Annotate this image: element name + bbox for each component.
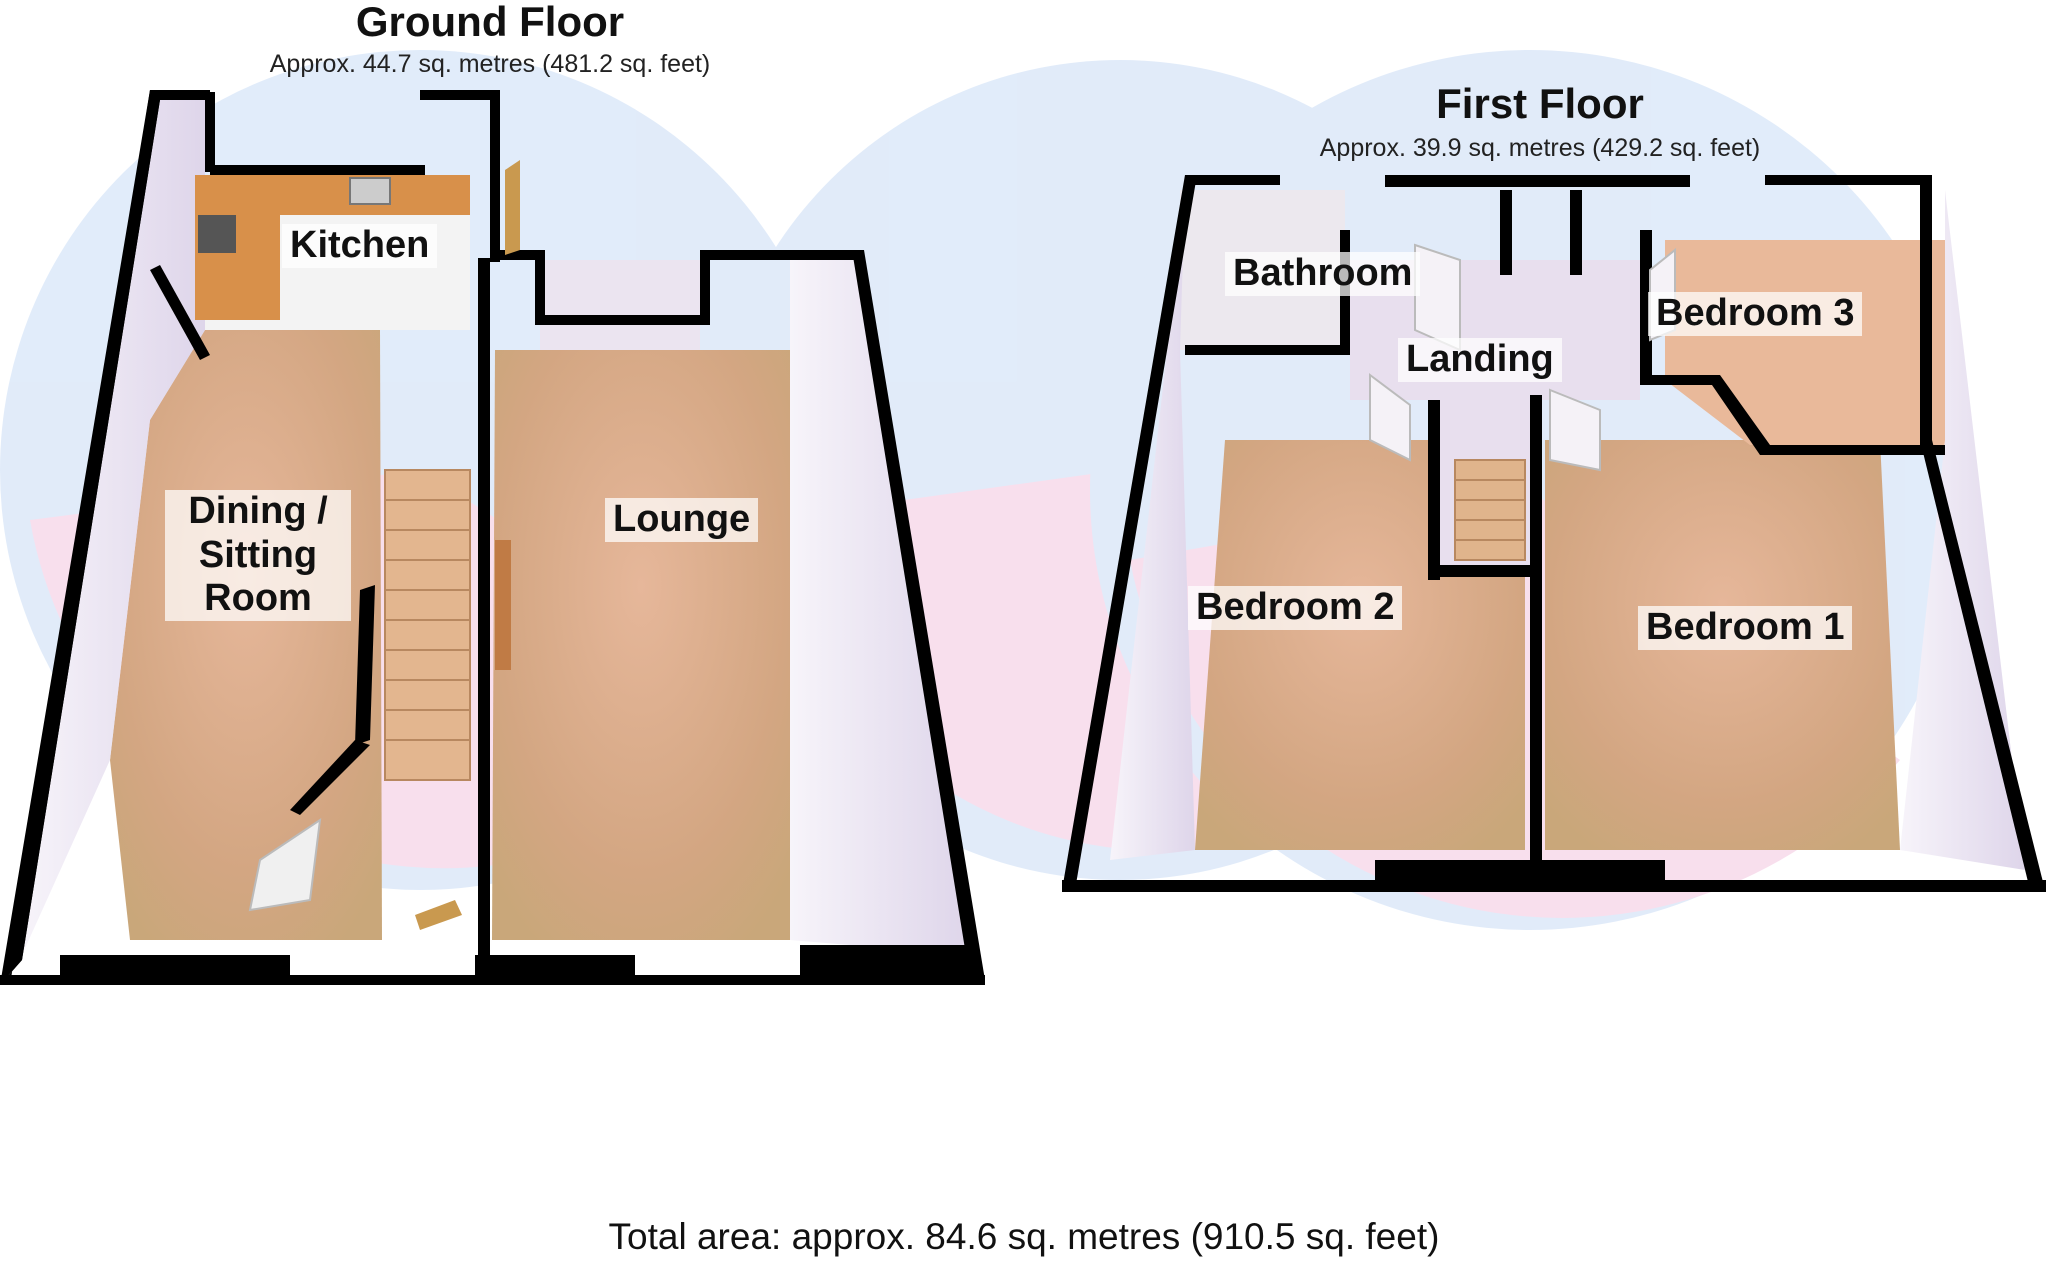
bedroom-3-floor	[1665, 240, 1945, 445]
total-area: Total area: approx. 84.6 sq. metres (910…	[608, 1216, 1440, 1257]
bedroom-2-door	[1369, 373, 1411, 462]
ground-right-wall-inner	[790, 260, 970, 955]
landing-floor	[1350, 260, 1640, 570]
room-label-lounge: Lounge	[605, 498, 759, 542]
room-label-kitchen: Kitchen	[282, 224, 438, 268]
room-label-landing: Landing	[1398, 338, 1562, 382]
room-label-bedroom-2: Bedroom 2	[1188, 586, 1403, 630]
lounge-floor	[492, 350, 790, 940]
dining-label-line-2: Sitting	[198, 533, 318, 576]
dining-label-line-3: Room	[204, 577, 312, 620]
ground-top-wall-inner	[540, 260, 700, 350]
kitchen-door	[505, 160, 520, 255]
room-label-bathroom: Bathroom	[1225, 252, 1421, 296]
dining-label-line-1: Dining /	[188, 490, 328, 532]
ground-walls	[0, 90, 985, 985]
first-left-wall-inner	[1110, 190, 1195, 860]
front-door	[415, 900, 462, 930]
ground-left-wall-inner	[22, 100, 205, 955]
dining-room-floor	[110, 330, 382, 940]
first-floor-area: Approx. 39.9 sq. metres (429.2 sq. feet)	[1319, 134, 1761, 162]
ground-floor-title: Ground Floor	[355, 0, 625, 45]
kitchen-hob	[198, 215, 236, 253]
first-walls	[1062, 175, 2046, 892]
dining-room-door	[248, 817, 322, 912]
kitchen-sink	[349, 177, 391, 205]
room-label-bedroom-3: Bedroom 3	[1648, 292, 1863, 336]
first-floor-title: First Floor	[1436, 80, 1644, 127]
bedroom-1-door	[1549, 388, 1601, 472]
ground-staircase	[384, 469, 471, 781]
kitchen-worktop	[195, 175, 470, 320]
room-label-bedroom-1: Bedroom 1	[1638, 606, 1853, 650]
lounge-fireplace	[495, 540, 511, 670]
ground-floor-area: Approx. 44.7 sq. metres (481.2 sq. feet)	[269, 50, 711, 78]
first-staircase	[1454, 459, 1526, 561]
room-label-dining-sitting-room: Dining / Sitting Room	[165, 490, 351, 622]
